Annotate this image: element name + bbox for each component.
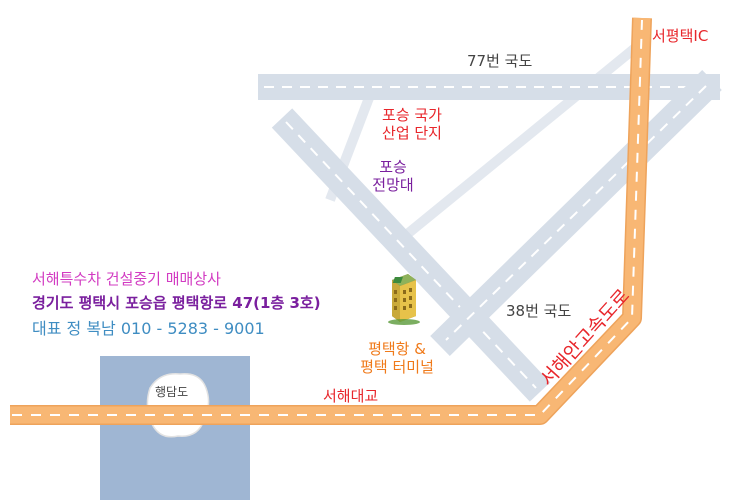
- poseung-observatory-label-line1: 포승: [379, 158, 407, 176]
- poseung-observatory-label: 포승 전망대: [372, 158, 413, 194]
- business-name: 서해특수차 건설중기 매매상사: [32, 270, 221, 288]
- seohae-bridge-label: 서해대교: [323, 387, 379, 405]
- haengdamdo-label: 행담도: [155, 385, 189, 399]
- minor-road-diagonal: [396, 40, 644, 244]
- seohaean-expressway: [10, 17, 652, 425]
- building-icon: [388, 274, 420, 325]
- poseung-industrial-label-line1: 포승 국가: [382, 106, 442, 124]
- business-address: 경기도 평택시 포승읍 평택항로 47(1층 3호): [32, 294, 321, 312]
- pyeongtaek-port-label-line1: 평택항 &: [368, 340, 426, 358]
- seopyeongtaek-ic-label: 서평택IC: [652, 27, 709, 45]
- route-38-label: 38번 국도: [506, 302, 572, 320]
- route-77-label: 77번 국도: [467, 52, 533, 70]
- poseung-observatory-label-line2: 전망대: [372, 176, 414, 194]
- route-38-road: [430, 69, 722, 357]
- pyeongtaek-port-label-line2: 평택 터미널: [360, 358, 434, 376]
- business-contact: 대표 정 복남 010 - 5283 - 9001: [32, 319, 265, 338]
- poseung-industrial-label: 포승 국가 산업 단지: [382, 106, 442, 142]
- poseung-industrial-label-line2: 산업 단지: [382, 124, 442, 142]
- pyeongtaek-port-label: 평택항 & 평택 터미널: [360, 340, 434, 376]
- diagonal-road-nw-se: [271, 108, 551, 402]
